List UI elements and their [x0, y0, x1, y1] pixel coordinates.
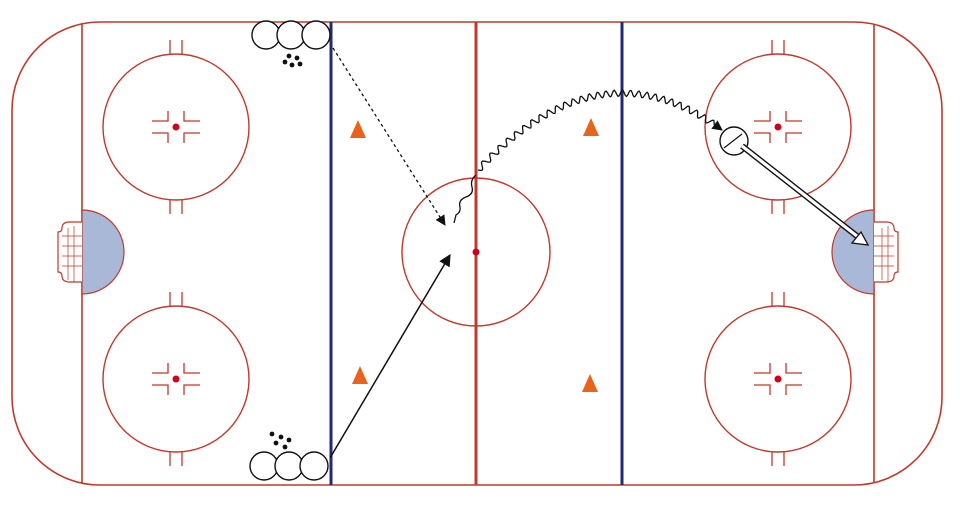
player-group-bottom-left	[249, 451, 329, 481]
cone-icon	[350, 120, 366, 138]
player-icon	[251, 20, 281, 50]
skate-curl	[453, 174, 477, 224]
solid-pass-arrow	[329, 253, 451, 459]
player-icon	[249, 451, 279, 481]
right-goal-crease	[831, 209, 875, 295]
cone-icon	[352, 366, 368, 384]
left-goal-net	[57, 221, 82, 283]
faceoff-circle-top-right	[704, 40, 852, 214]
cone-icon	[583, 118, 599, 136]
left-goal-crease	[81, 209, 125, 295]
faceoff-circle-bottom-right	[704, 292, 852, 466]
player-icon	[276, 20, 306, 50]
cone-icon	[582, 374, 598, 392]
right-goal-net	[874, 221, 899, 283]
puck-pile-top	[282, 53, 303, 68]
shot-arrow	[740, 143, 870, 246]
player-icon	[274, 451, 304, 481]
center-faceoff-dot	[472, 248, 480, 256]
center-circle	[401, 177, 551, 327]
stick-icon	[723, 133, 743, 149]
player-icon	[301, 20, 331, 50]
player-group-top-left	[251, 20, 331, 50]
dashed-pass-arrow	[332, 47, 446, 226]
skating-path-wavy	[477, 89, 723, 172]
player-icon	[299, 451, 329, 481]
faceoff-circle-bottom-left	[102, 292, 250, 466]
puck-pile-bottom	[269, 431, 292, 450]
faceoff-circle-top-left	[102, 40, 250, 214]
